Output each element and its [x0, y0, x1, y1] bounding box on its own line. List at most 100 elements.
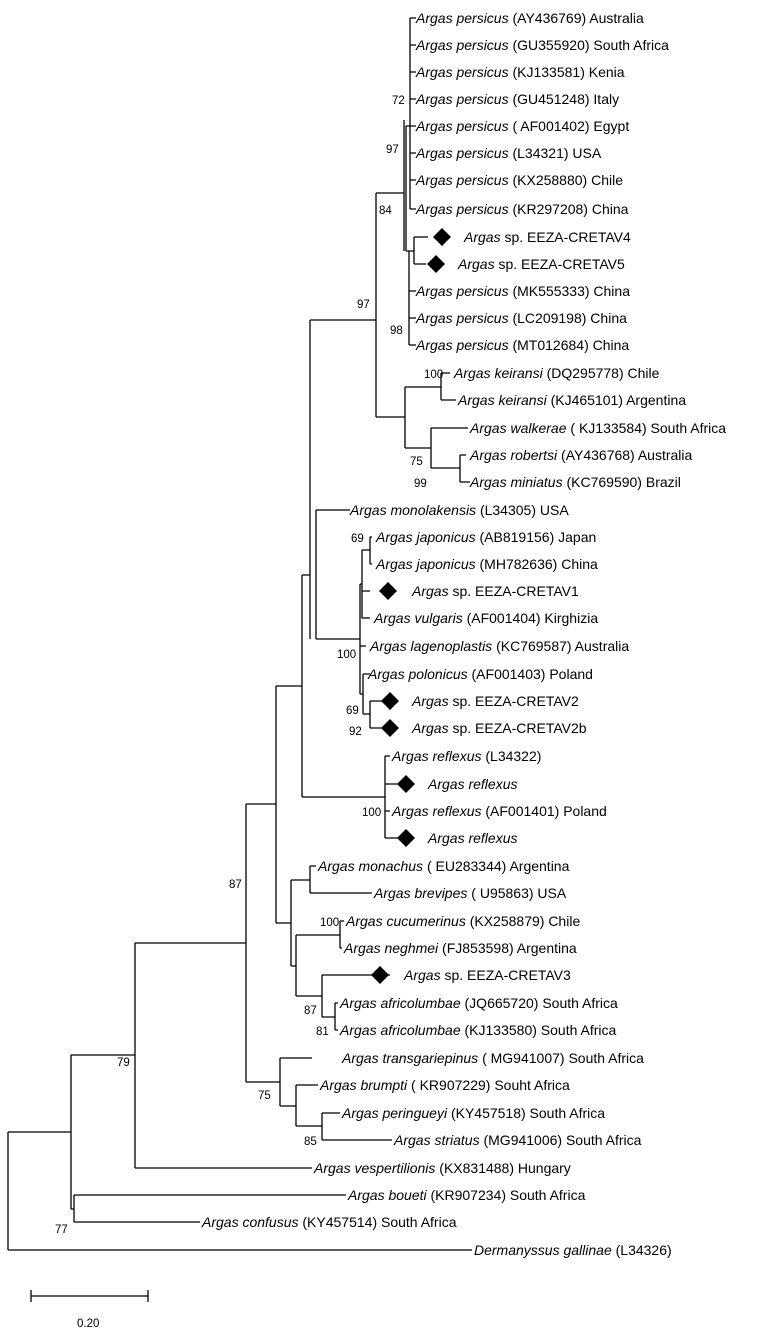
bootstrap-value: 100 [320, 917, 339, 929]
taxon-label: Argas vespertilionis (KX831488) Hungary [313, 1160, 571, 1176]
diamond-marker-icon [427, 255, 445, 273]
taxon-label: Argas persicus (LC209198) China [415, 310, 627, 326]
taxon-label: Argas persicus (KR297208) China [415, 201, 629, 217]
bootstrap-value: 97 [357, 299, 370, 311]
taxon-label: Argas japonicus (MH782636) China [375, 556, 598, 572]
taxon-label: Argas reflexus [427, 830, 517, 846]
taxon-label: Argas reflexus (L34322) [391, 748, 541, 764]
taxon-label: Argas robertsi (AY436768) Australia [469, 447, 693, 463]
taxon-label: Argas africolumbae (KJ133580) South Afri… [339, 1022, 616, 1038]
branch [361, 549, 370, 619]
branch [413, 236, 428, 265]
branch [459, 454, 470, 483]
taxon-label: Argas peringueyi (KY457518) South Africa [341, 1105, 605, 1121]
branch [245, 803, 280, 1083]
bootstrap-value: 85 [304, 1136, 317, 1148]
taxon-label: Argas japonicus (AB819156) Japan [375, 529, 596, 545]
taxon-label: Argas boueti (KR907234) South Africa [347, 1187, 586, 1203]
bootstrap-value: 100 [362, 807, 381, 819]
bootstrap-value: 77 [55, 1224, 68, 1236]
taxon-label: Argas persicus (GU451248) Italy [415, 91, 619, 107]
taxon-label: Argas miniatus (KC769590) Brazil [469, 474, 681, 490]
branch [369, 700, 382, 729]
taxon-label: Argas africolumbae (JQ665720) South Afri… [339, 995, 618, 1011]
diamond-marker-icon [379, 582, 397, 600]
bootstrap-value: 87 [229, 879, 242, 891]
bootstrap-value: 72 [392, 95, 405, 107]
branch [334, 1002, 338, 1031]
tree-branches [7, 17, 472, 1251]
taxon-label: Argas persicus ( AF001402) Egypt [415, 118, 629, 134]
taxon-label: Argas persicus (MK555333) China [415, 283, 630, 299]
bootstrap-value: 69 [351, 533, 364, 545]
diamond-marker-icon [433, 228, 451, 246]
diamond-marker-icon [397, 829, 415, 847]
bootstrap-value: 81 [316, 1026, 329, 1038]
taxon-label: Argas brevipes ( U95863) USA [373, 885, 567, 901]
branch [405, 125, 410, 252]
bootstrap-value: 75 [258, 1090, 271, 1102]
branch [369, 536, 372, 565]
bootstrap-value: 79 [117, 1057, 130, 1069]
taxon-label: Argas polonicus (AF001403) Poland [367, 666, 593, 682]
taxon-label: Argas confusus (KY457514) South Africa [201, 1214, 457, 1230]
taxon-label: Argas sp. EEZA-CRETAV5 [457, 256, 625, 272]
taxon-label: Argas transgariepinus ( MG941007) South … [341, 1050, 644, 1066]
taxon-label: Dermanyssus gallinae (L34326) [474, 1242, 672, 1258]
taxon-label: Argas monachus ( EU283344) Argentina [317, 858, 570, 874]
taxon-label: Argas keiransi (DQ295778) Chile [453, 365, 660, 381]
taxon-label: Argas sp. EEZA-CRETAV3 [403, 967, 571, 983]
scale-bar-line [30, 1290, 149, 1302]
taxon-label: Argas persicus (KJ133581) Kenia [415, 64, 625, 80]
branch [309, 319, 376, 639]
bootstrap-value: 84 [379, 205, 392, 217]
taxon-label: Argas persicus (MT012684) China [415, 337, 629, 353]
branch [295, 1084, 322, 1127]
taxon-label: Argas persicus (AY436769) Australia [415, 10, 644, 26]
bootstrap-value: 100 [337, 649, 356, 661]
branch [409, 17, 416, 210]
bootstrap-value: 100 [424, 369, 443, 381]
bootstrap-value: 87 [304, 1005, 317, 1017]
diamond-marker-icon [371, 966, 389, 984]
taxon-label: Argas reflexus (AF001401) Poland [391, 803, 607, 819]
taxon-label: Argas cucumerinus (KX258879) Chile [345, 913, 580, 929]
branch [275, 685, 302, 924]
taxon-label: Argas sp. EEZA-CRETAV1 [411, 583, 579, 599]
branch [315, 509, 360, 640]
branch [290, 879, 310, 967]
taxon-label: Argas striatus (MG941006) South Africa [393, 1132, 642, 1148]
bootstrap-value: 75 [410, 456, 423, 468]
taxon-label: Argas lagenoplastis (KC769587) Australia [369, 638, 629, 654]
scale-bar-label: 0.20 [77, 1318, 99, 1330]
bootstrap-value: 92 [349, 726, 362, 738]
branch [295, 934, 340, 997]
taxon-label: Argas monolakensis (L34305) USA [349, 502, 569, 518]
branch [404, 386, 441, 449]
taxon-label: Argas brumpti ( KR907229) Souht Africa [319, 1077, 570, 1093]
taxon-label: Argas reflexus [427, 776, 517, 792]
scale-bar: 0.20 [30, 1290, 149, 1330]
taxon-label: Argas persicus (GU355920) South Africa [415, 37, 669, 53]
branch [408, 250, 416, 346]
branch [134, 942, 312, 1169]
taxon-label: Argas vulgaris (AF001404) Kirghizia [373, 610, 598, 626]
taxon-label: Argas persicus (L34321) USA [415, 145, 602, 161]
diamond-marker-icon [397, 775, 415, 793]
taxon-label: Argas keiransi (KJ465101) Argentina [457, 392, 686, 408]
bootstrap-values: 7297849798100759969100699210087100878179… [55, 95, 443, 1236]
bootstrap-value: 98 [390, 325, 403, 337]
branch [301, 574, 385, 798]
branch [7, 1131, 472, 1251]
branch [430, 427, 468, 469]
taxon-labels: Argas persicus (AY436769) AustraliaArgas… [201, 10, 726, 1258]
diamond-marker-icon [381, 719, 399, 737]
taxon-label: Argas sp. EEZA-CRETAV2b [411, 720, 587, 736]
diamond-marker-icon [381, 692, 399, 710]
bootstrap-value: 99 [414, 478, 427, 490]
taxon-label: Argas persicus (KX258880) Chile [415, 172, 623, 188]
bootstrap-value: 69 [346, 705, 359, 717]
taxon-label: Argas sp. EEZA-CRETAV4 [463, 229, 631, 245]
taxon-label: Argas neghmei (FJ853598) Argentina [343, 940, 577, 956]
